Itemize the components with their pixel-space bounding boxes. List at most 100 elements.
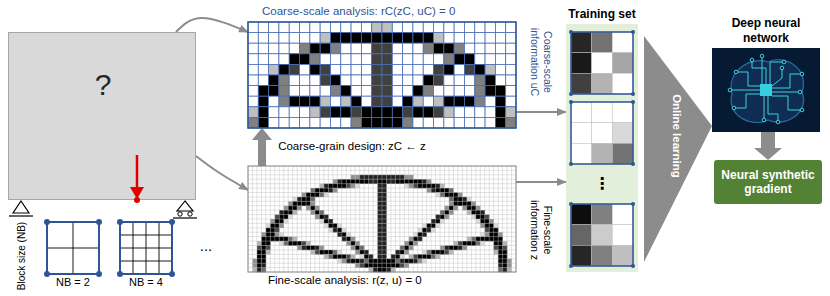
sample-cell (612, 204, 633, 225)
sample-cell (592, 32, 613, 53)
fine-cell (382, 250, 387, 255)
sample-cell (592, 204, 613, 225)
coarse-cell (351, 86, 361, 97)
fine-cell (480, 241, 485, 246)
coarse-cell (506, 33, 516, 44)
fine-cell (333, 188, 338, 193)
fine-cell (261, 259, 266, 264)
fine-cell (257, 254, 262, 259)
fine-cell (440, 210, 445, 215)
fine-cell (378, 223, 383, 228)
coarse-cell (341, 107, 351, 118)
fine-cell (373, 179, 378, 184)
fine-cell (311, 246, 316, 251)
domain-mark: ? (9, 67, 197, 103)
fine-cell (270, 232, 275, 237)
coarse-cell (485, 54, 495, 65)
network-ground (712, 48, 820, 132)
circuit-pad (750, 58, 754, 62)
fine-cell (427, 184, 432, 189)
fine-cell (369, 175, 374, 180)
coarse-cell (454, 22, 464, 33)
fine-cell (261, 250, 266, 255)
coarse-cell (269, 107, 279, 118)
fine-cell (355, 263, 360, 268)
ellipsis: ... (200, 237, 213, 255)
fine-cell (418, 237, 423, 242)
fine-cell (302, 197, 307, 202)
node-heading: Deep neural network (712, 16, 820, 45)
fine-cell (431, 184, 436, 189)
coarse-cell (454, 54, 464, 65)
coarse-cell (434, 86, 444, 97)
fine-cell (449, 206, 454, 211)
axis-label: Block size (NB) (16, 222, 28, 290)
coarse-cell (403, 64, 413, 75)
fine-cell (378, 263, 383, 268)
sample-corner (631, 162, 635, 166)
circuit-pad (734, 70, 738, 74)
coarse-cell (310, 75, 320, 86)
fine-cell (275, 237, 280, 242)
ellipsis: ⋮ (594, 174, 610, 193)
coarse-cell (320, 75, 330, 86)
fine-cell (378, 179, 383, 184)
fine-cell (288, 237, 293, 242)
coarse-cell (341, 117, 351, 128)
fine-cell (395, 259, 400, 264)
fine-cell (453, 246, 458, 251)
block-corner (117, 271, 123, 277)
fine-cell (378, 206, 383, 211)
block-corner (44, 219, 50, 225)
coarse-cell (485, 117, 495, 128)
coarse-cell (454, 96, 464, 107)
fine-cell (257, 263, 262, 268)
fine-cell (351, 254, 356, 259)
fine-cell (418, 179, 423, 184)
fine-cell (458, 193, 463, 198)
fine-cell (498, 246, 503, 251)
fine-cell (364, 263, 369, 268)
fine-cell (284, 241, 289, 246)
fine-cell (346, 259, 351, 264)
coarse-cell (475, 107, 485, 118)
fine-cell (378, 197, 383, 202)
coarse-cell (341, 54, 351, 65)
fine-cell (422, 259, 427, 264)
fine-cell (480, 215, 485, 220)
fine-cell (270, 228, 275, 233)
fine-cell (507, 259, 512, 264)
fine-cell (449, 210, 454, 215)
node-illustration (248, 22, 516, 128)
fine-cell (436, 250, 441, 255)
fine-cell (266, 246, 271, 251)
coarse-cell (392, 107, 402, 118)
sample-cell (612, 53, 633, 74)
fine-cell (360, 179, 365, 184)
coarse-cell (341, 86, 351, 97)
node-heading: Fine-scale analysis: r(z, u) = 0 (268, 274, 516, 288)
coarse-cell (444, 54, 454, 65)
fine-cell (476, 210, 481, 215)
block-grid-lines (47, 222, 99, 274)
coarse-cell (495, 64, 505, 75)
fine-cell (324, 254, 329, 259)
coarse-cell (320, 96, 330, 107)
coarse-cell (434, 43, 444, 54)
coarse-cell (320, 117, 330, 128)
coarse-cell (320, 54, 330, 65)
fine-cell (279, 210, 284, 215)
coarse-cell (423, 22, 433, 33)
coarse-cell (454, 64, 464, 75)
coarse-cell (485, 64, 495, 75)
fine-cell (382, 232, 387, 237)
fine-cell (337, 223, 342, 228)
fine-cell (257, 241, 262, 246)
fine-cell (355, 175, 360, 180)
coarse-cell (434, 96, 444, 107)
fine-cell (427, 188, 432, 193)
coarse-cell (289, 75, 299, 86)
fine-cell (288, 206, 293, 211)
fine-cell (489, 237, 494, 242)
fine-cell (360, 263, 365, 268)
